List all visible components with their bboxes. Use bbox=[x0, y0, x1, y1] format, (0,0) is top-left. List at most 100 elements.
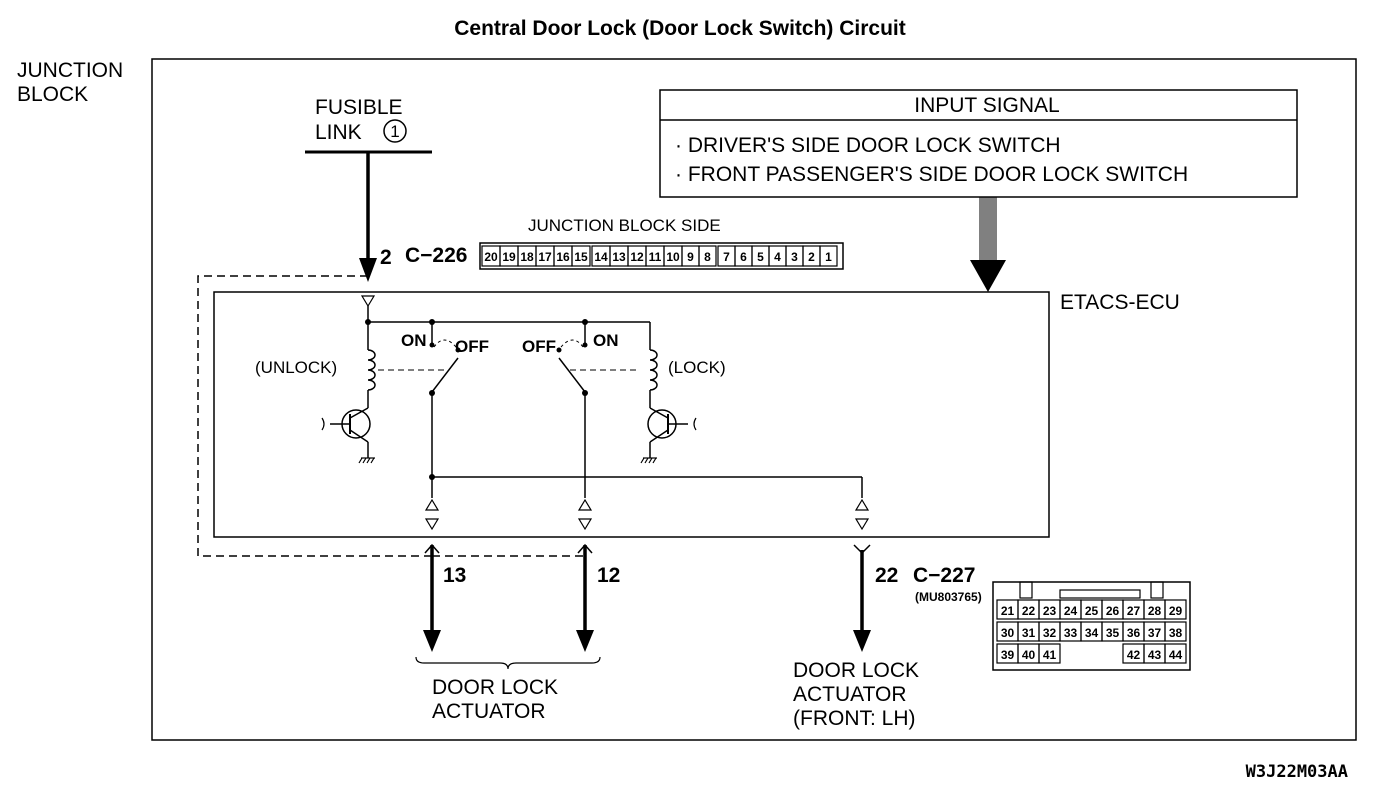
c226-pin bbox=[819, 245, 838, 267]
unlock-ground-icon bbox=[358, 457, 375, 464]
c226-pin-number: 18 bbox=[520, 250, 534, 264]
c227-pin-number: 40 bbox=[1022, 648, 1036, 662]
front-actuator-label-1: DOOR LOCK bbox=[793, 659, 919, 682]
input-signal-item: · FRONT PASSENGER'S SIDE DOOR LOCK SWITC… bbox=[675, 163, 1188, 186]
c226-side-label: JUNCTION BLOCK SIDE bbox=[528, 216, 721, 235]
input-signal-header: INPUT SIGNAL bbox=[914, 94, 1059, 117]
c226-pin-number: 9 bbox=[687, 250, 694, 264]
front-actuator-label-3: (FRONT: LH) bbox=[793, 707, 916, 730]
c227-pin-number: 39 bbox=[1001, 648, 1015, 662]
lock-ground-icon bbox=[640, 457, 657, 464]
input-signal-box bbox=[659, 89, 1298, 198]
c226-pin-number: 7 bbox=[723, 250, 730, 264]
c227-pin-number: 22 bbox=[1022, 604, 1036, 618]
c226-pin-number: 8 bbox=[704, 250, 711, 264]
fusible-link-number: 1 bbox=[390, 122, 399, 141]
terminal-12-label: 12 bbox=[597, 564, 620, 587]
c227-pin bbox=[1164, 621, 1187, 642]
lock-switch-off-label: OFF bbox=[522, 337, 556, 356]
c227-pin-number: 21 bbox=[1001, 604, 1015, 618]
c227-pin-number: 41 bbox=[1043, 648, 1057, 662]
actuator-label-2: ACTUATOR bbox=[432, 700, 546, 723]
c227-pin-number: 34 bbox=[1085, 626, 1099, 640]
fusible-link-label-1: FUSIBLE bbox=[315, 96, 403, 119]
fusible-link-arrow bbox=[359, 258, 377, 282]
terminal-22-label: 22 bbox=[875, 564, 898, 587]
ecu-label: ETACS-ECU bbox=[1060, 291, 1180, 314]
c227-pin-number: 35 bbox=[1106, 626, 1120, 640]
c226-pin-number: 13 bbox=[612, 250, 626, 264]
lock-switch-blade bbox=[558, 357, 586, 393]
c226-pin bbox=[698, 245, 717, 267]
unlock-label: (UNLOCK) bbox=[255, 358, 337, 377]
lock-switch-on-label: ON bbox=[593, 331, 619, 350]
c226-code: C−226 bbox=[405, 244, 467, 267]
c227-part-number: (MU803765) bbox=[915, 590, 982, 604]
c226-pin-number: 20 bbox=[484, 250, 498, 264]
c227-pin-number: 24 bbox=[1064, 604, 1078, 618]
input-bus-arrow bbox=[970, 260, 1006, 292]
unlock-switch-blade bbox=[431, 357, 459, 393]
fusible-link-number-circle bbox=[383, 119, 407, 143]
c227-pin bbox=[1164, 643, 1187, 664]
junction-block-frame bbox=[151, 58, 1357, 741]
unlock-relay-coil bbox=[367, 349, 376, 391]
junction-block-label-2: BLOCK bbox=[17, 83, 88, 106]
c226-pin bbox=[571, 245, 591, 267]
c227-pin-number: 29 bbox=[1169, 604, 1183, 618]
c227-pin-number: 44 bbox=[1169, 648, 1183, 662]
c226-pin-number: 14 bbox=[594, 250, 608, 264]
front-actuator-label-2: ACTUATOR bbox=[793, 683, 907, 706]
c227-pin-number: 36 bbox=[1127, 626, 1141, 640]
input-signal-item: · DRIVER'S SIDE DOOR LOCK SWITCH bbox=[675, 134, 1061, 157]
terminal-13-label: 13 bbox=[443, 564, 466, 587]
junction-block-label-1: JUNCTION bbox=[17, 59, 123, 82]
terminal-input-marker bbox=[360, 295, 376, 308]
c226-pin-number: 4 bbox=[774, 250, 781, 264]
c226-pin-number: 17 bbox=[538, 250, 552, 264]
figure-code: W3J22M03AA bbox=[1246, 762, 1348, 782]
c226-pin-label: 2 bbox=[380, 246, 392, 269]
c227-pin-number: 37 bbox=[1148, 626, 1162, 640]
c226-pin-number: 3 bbox=[791, 250, 798, 264]
c227-pin-number: 30 bbox=[1001, 626, 1015, 640]
c226-pin-number: 2 bbox=[808, 250, 815, 264]
c227-pin-number: 26 bbox=[1106, 604, 1120, 618]
c227-pin-number: 23 bbox=[1043, 604, 1057, 618]
c226-pin-number: 6 bbox=[740, 250, 747, 264]
c227-pin-number: 31 bbox=[1022, 626, 1036, 640]
diagram-title: Central Door Lock (Door Lock Switch) Cir… bbox=[454, 17, 906, 40]
terminal-markers bbox=[424, 498, 870, 531]
actuator-label-1: DOOR LOCK bbox=[432, 676, 558, 699]
c227-pin-number: 42 bbox=[1127, 648, 1141, 662]
c227-pin-number: 25 bbox=[1085, 604, 1099, 618]
c226-pin-number: 19 bbox=[502, 250, 516, 264]
c226-pin-number: 11 bbox=[649, 250, 662, 264]
c227-pin-number: 27 bbox=[1127, 604, 1141, 618]
c227-pin-number: 28 bbox=[1148, 604, 1162, 618]
c226-pin-number: 15 bbox=[574, 250, 588, 264]
c226-pin-number: 16 bbox=[556, 250, 570, 264]
c226-pin-number: 12 bbox=[630, 250, 644, 264]
actuator-brace bbox=[415, 656, 601, 670]
junction-dashed-boundary bbox=[197, 275, 432, 557]
unlock-switch-on-label: ON bbox=[401, 331, 427, 350]
c226-pin-number: 10 bbox=[666, 250, 680, 264]
fusible-link-label-2: LINK bbox=[315, 121, 362, 144]
c227-pin bbox=[1038, 643, 1061, 664]
c227-pin-number: 33 bbox=[1064, 626, 1078, 640]
ecu-box bbox=[213, 291, 1050, 538]
lock-relay-coil bbox=[649, 349, 658, 391]
unlock-switch-off-label: OFF bbox=[455, 337, 489, 356]
c227-pin bbox=[1164, 599, 1187, 620]
c227-pin-number: 38 bbox=[1169, 626, 1183, 640]
c227-pin-number: 43 bbox=[1148, 648, 1162, 662]
c227-code: C−227 bbox=[913, 564, 975, 587]
input-bus-wires bbox=[979, 197, 997, 262]
c226-pin-number: 1 bbox=[825, 250, 832, 264]
c226-pin-number: 5 bbox=[757, 250, 764, 264]
lock-label: (LOCK) bbox=[668, 358, 726, 377]
